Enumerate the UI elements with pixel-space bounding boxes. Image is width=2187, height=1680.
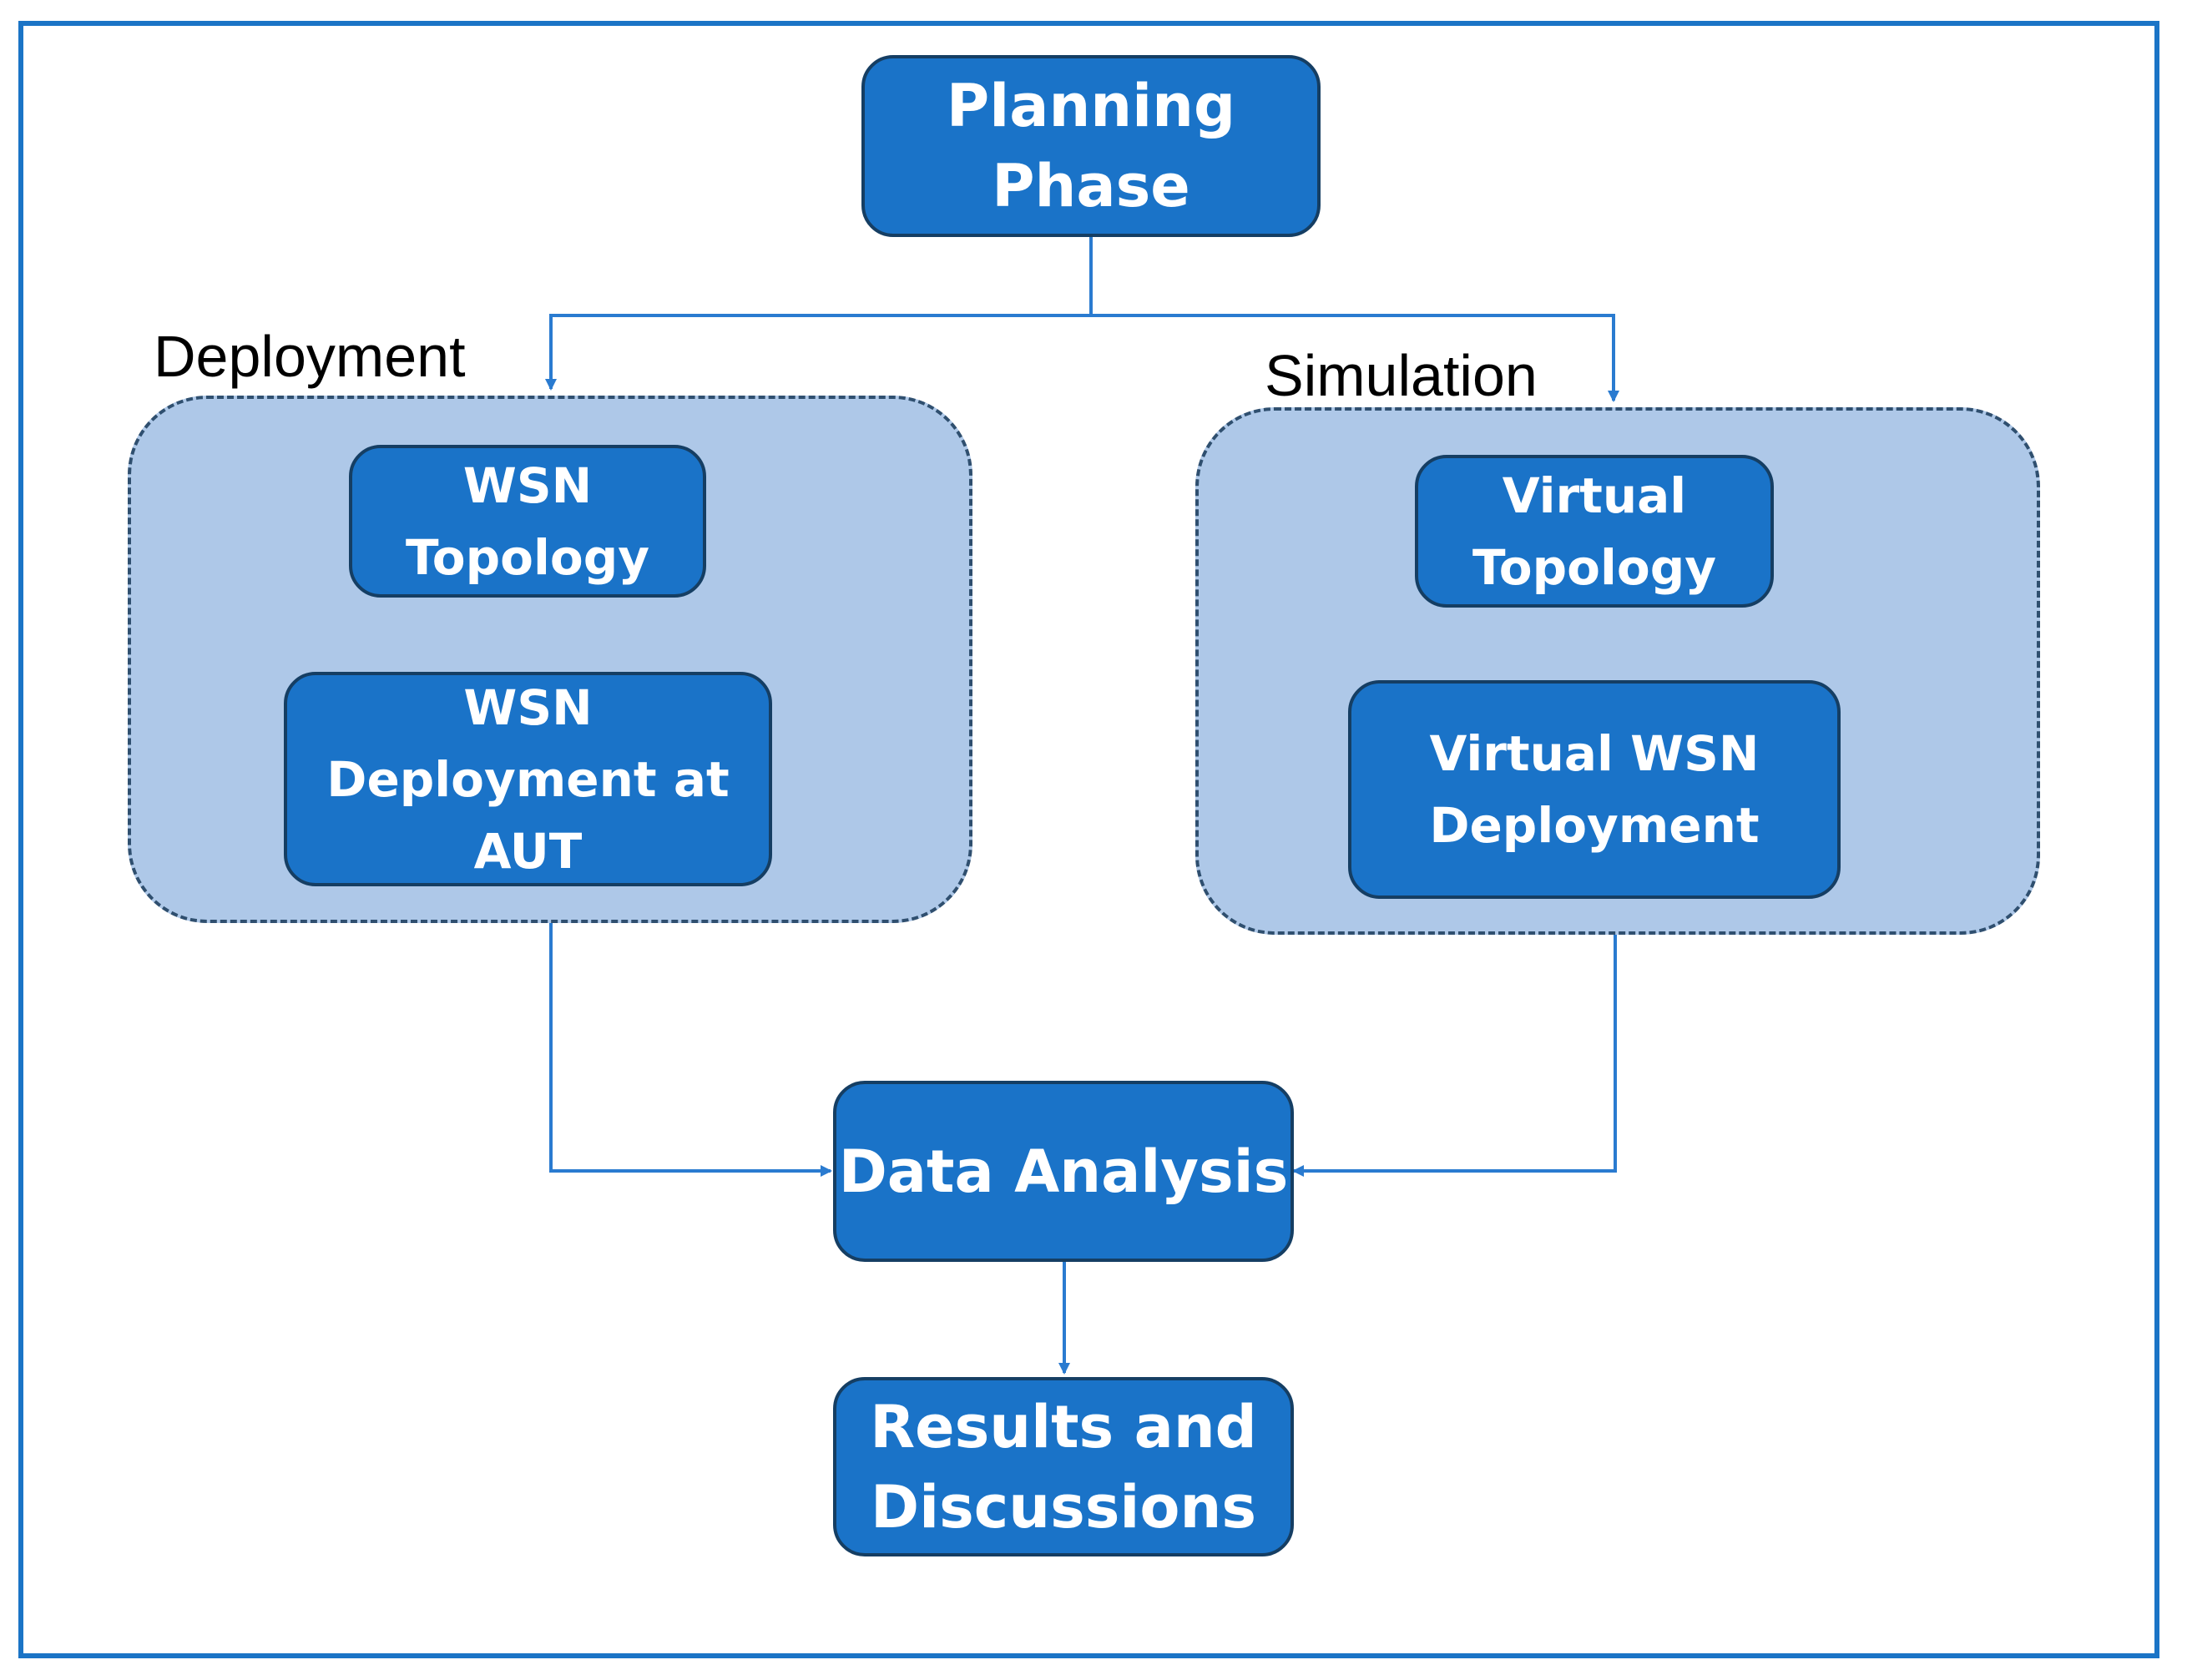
simulation-group-label: Simulation xyxy=(1265,343,1538,408)
wsn-deployment-label: WSN Deployment at AUT xyxy=(326,679,730,880)
wsn-topology-node: WSN Topology xyxy=(349,445,706,598)
virtual-wsn-deployment-label: Virtual WSN Deployment xyxy=(1429,725,1760,854)
deployment-group-label: Deployment xyxy=(154,324,466,389)
planning-phase-label: Planning Phase xyxy=(946,72,1236,220)
connector-simulation-to-analysis xyxy=(1292,935,1617,1177)
connector-planning-to-deployment xyxy=(545,314,1091,391)
connector-deployment-to-analysis xyxy=(549,923,832,1177)
virtual-topology-node: Virtual Topology xyxy=(1415,455,1774,608)
wsn-deployment-node: WSN Deployment at AUT xyxy=(284,672,772,886)
results-discussions-node: Results and Discussions xyxy=(833,1377,1294,1556)
planning-phase-node: Planning Phase xyxy=(861,55,1321,237)
results-discussions-label: Results and Discussions xyxy=(870,1392,1257,1541)
wsn-topology-label: WSN Topology xyxy=(405,457,650,586)
virtual-topology-label: Virtual Topology xyxy=(1472,467,1717,596)
diagram-frame xyxy=(18,21,2159,1658)
connector-planning-to-simulation xyxy=(1091,314,1619,402)
virtual-wsn-deployment-node: Virtual WSN Deployment xyxy=(1348,680,1841,899)
data-analysis-label: Data Analysis xyxy=(838,1137,1289,1206)
data-analysis-node: Data Analysis xyxy=(833,1081,1294,1262)
